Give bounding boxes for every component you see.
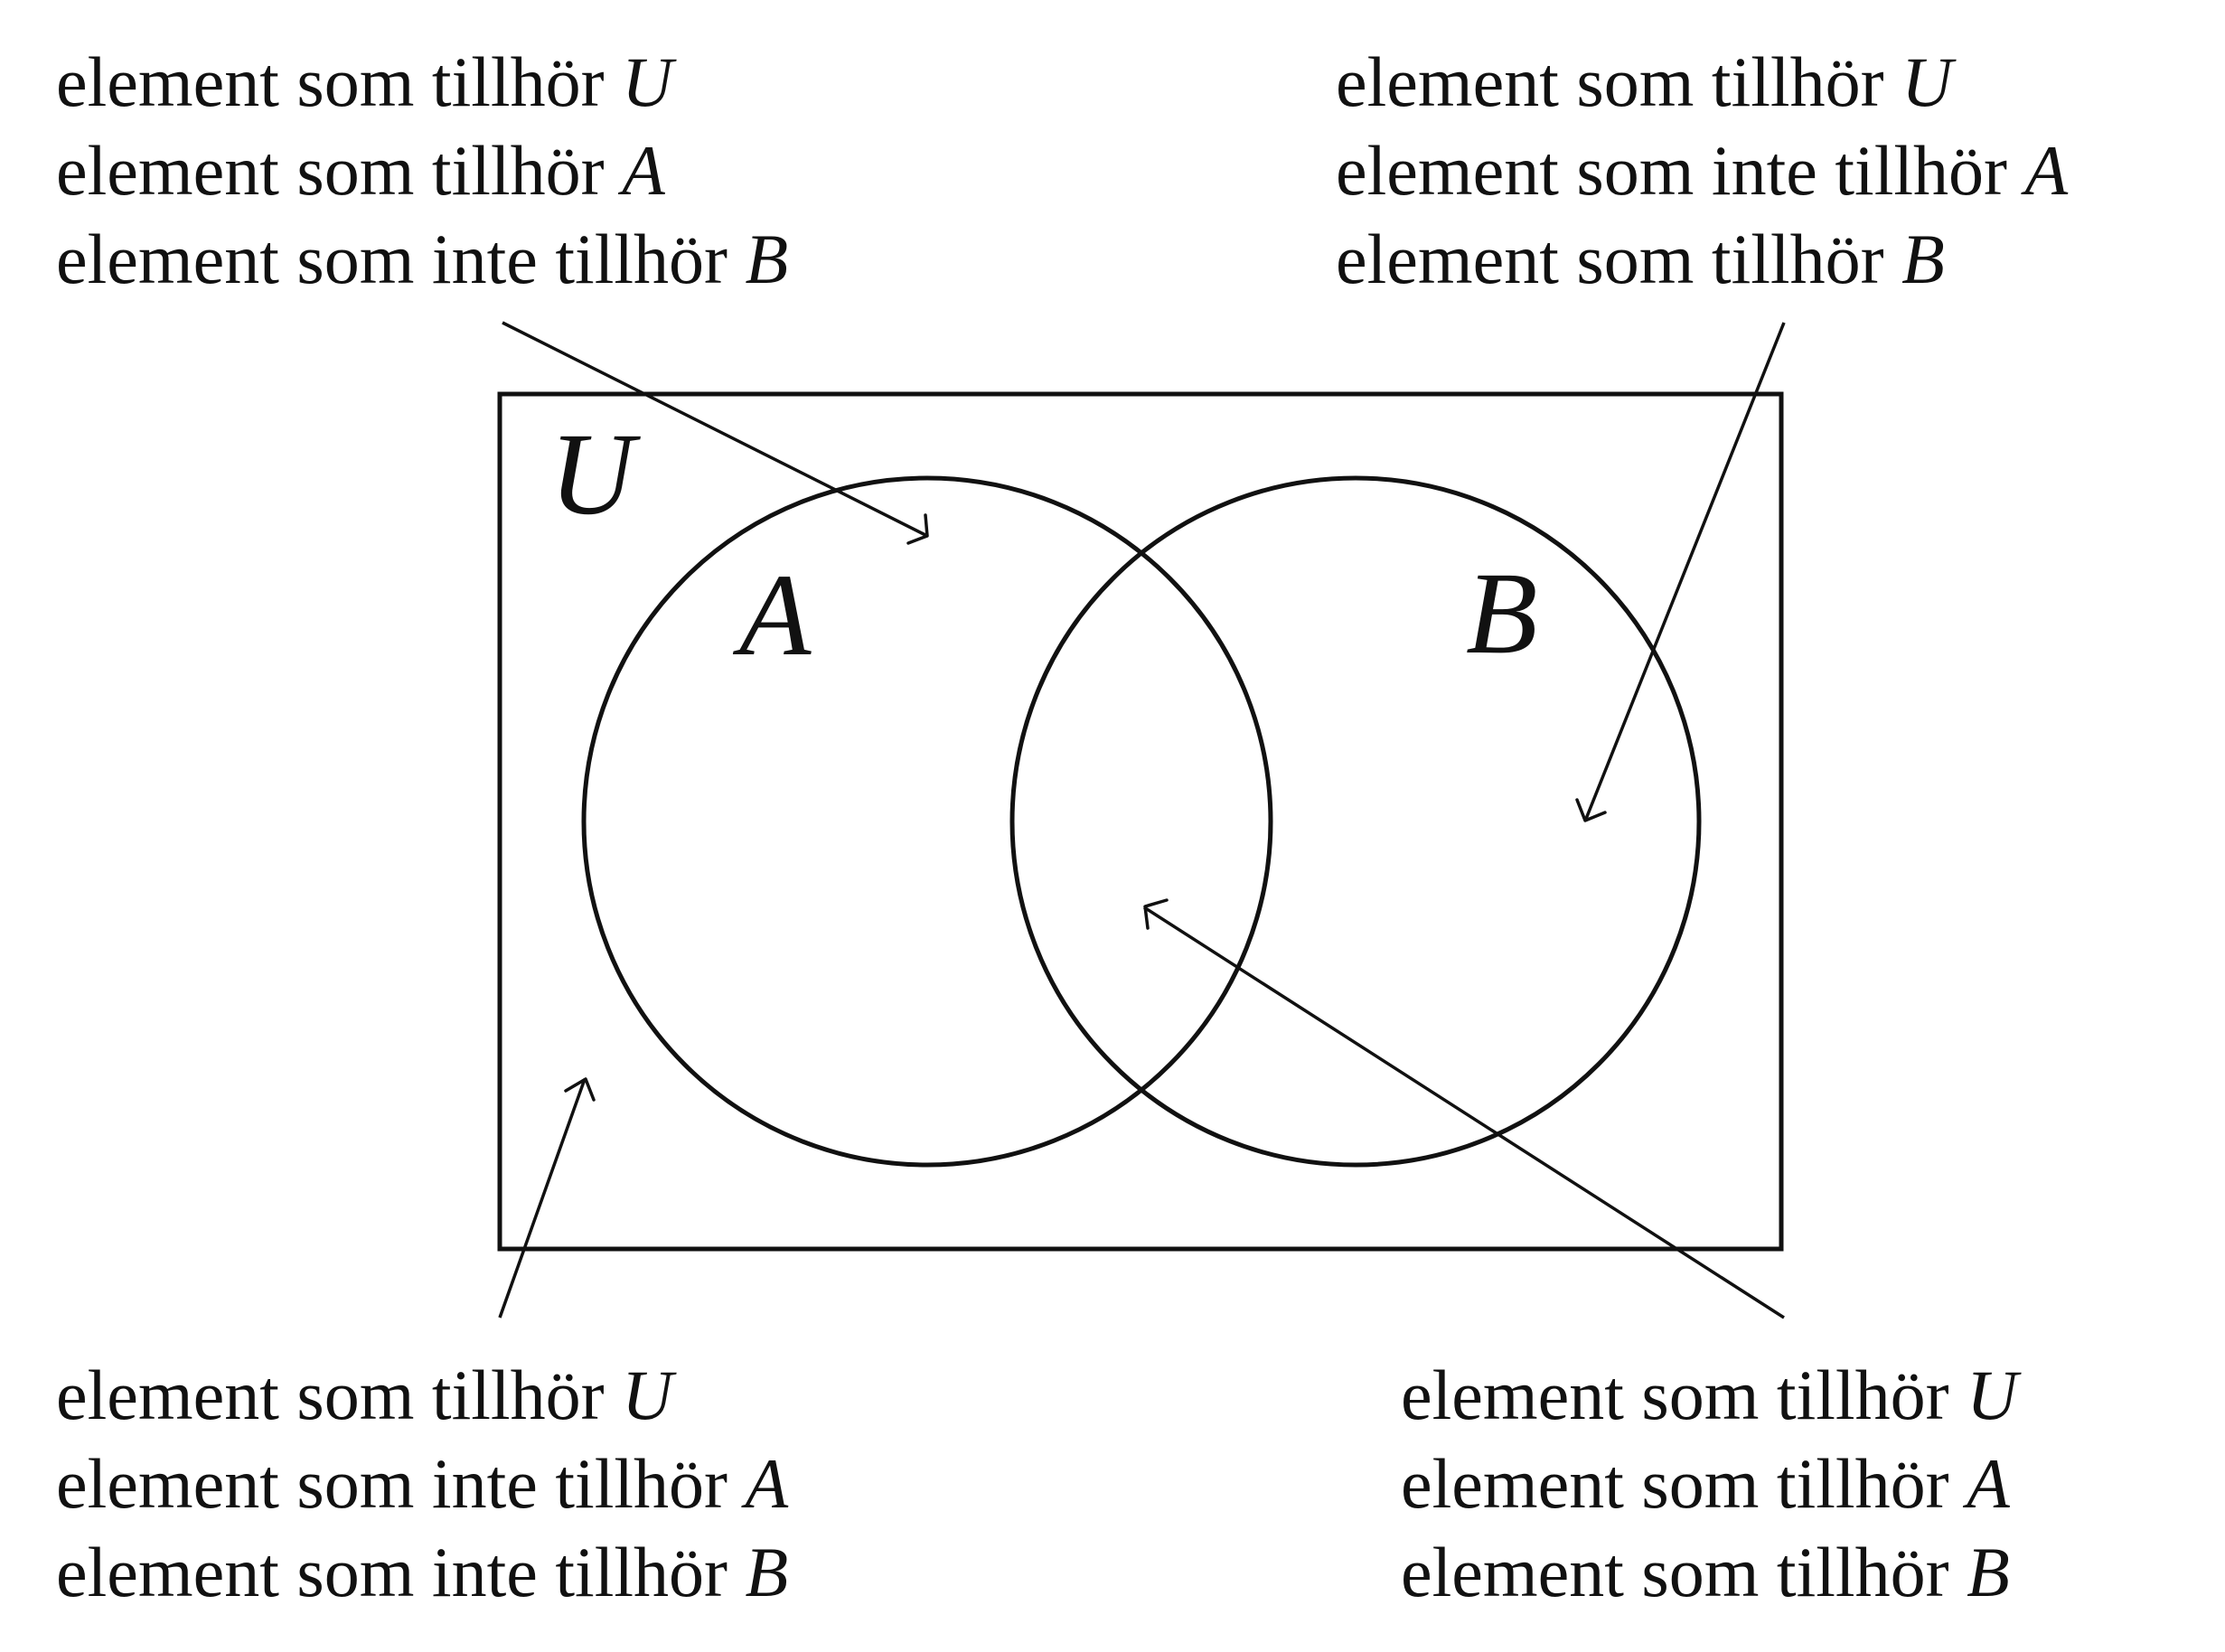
callout-top-right: element som tillhör U element som inte t…: [1336, 42, 2069, 298]
callout-line: element som inte tillhör A: [56, 1444, 789, 1523]
callout-line: element som tillhör A: [56, 131, 665, 210]
callout-line: element som tillhör U: [56, 1356, 677, 1434]
arrow-bottom-left: [498, 1077, 596, 1319]
arrowhead: [1143, 898, 1169, 930]
callout-line: element som tillhör U: [1336, 42, 1957, 121]
callout-bottom-left: element som tillhör U element som inte t…: [56, 1356, 789, 1611]
set-a-label: A: [732, 550, 812, 681]
set-b-circle: [1009, 475, 1702, 1168]
callout-line: element som tillhör U: [56, 42, 677, 121]
arrowhead: [1575, 798, 1607, 822]
callout-line: element som inte tillhör A: [1336, 131, 2069, 210]
arrowhead: [564, 1077, 596, 1102]
callout-line: element som tillhör U: [1401, 1356, 2022, 1434]
callout-line: element som inte tillhör B: [56, 1533, 788, 1611]
set-b-label: B: [1466, 549, 1537, 679]
arrow-bottom-right: [1143, 898, 1785, 1319]
arrowhead: [906, 513, 929, 545]
set-a-circle: [581, 475, 1273, 1168]
arrow-top-right: [1575, 322, 1786, 822]
callout-line: element som tillhör B: [1336, 220, 1945, 298]
callout-line: element som inte tillhör B: [56, 220, 788, 298]
universe-label: U: [549, 409, 641, 540]
callout-line: element som tillhör A: [1401, 1444, 2010, 1523]
universe-rectangle: [497, 391, 1784, 1252]
callout-bottom-right: element som tillhör U element som tillhö…: [1401, 1356, 2022, 1611]
callout-line: element som tillhör B: [1401, 1533, 2010, 1611]
callout-top-left: element som tillhör U element som tillhö…: [56, 42, 788, 298]
arrow-top-left: [502, 321, 929, 545]
